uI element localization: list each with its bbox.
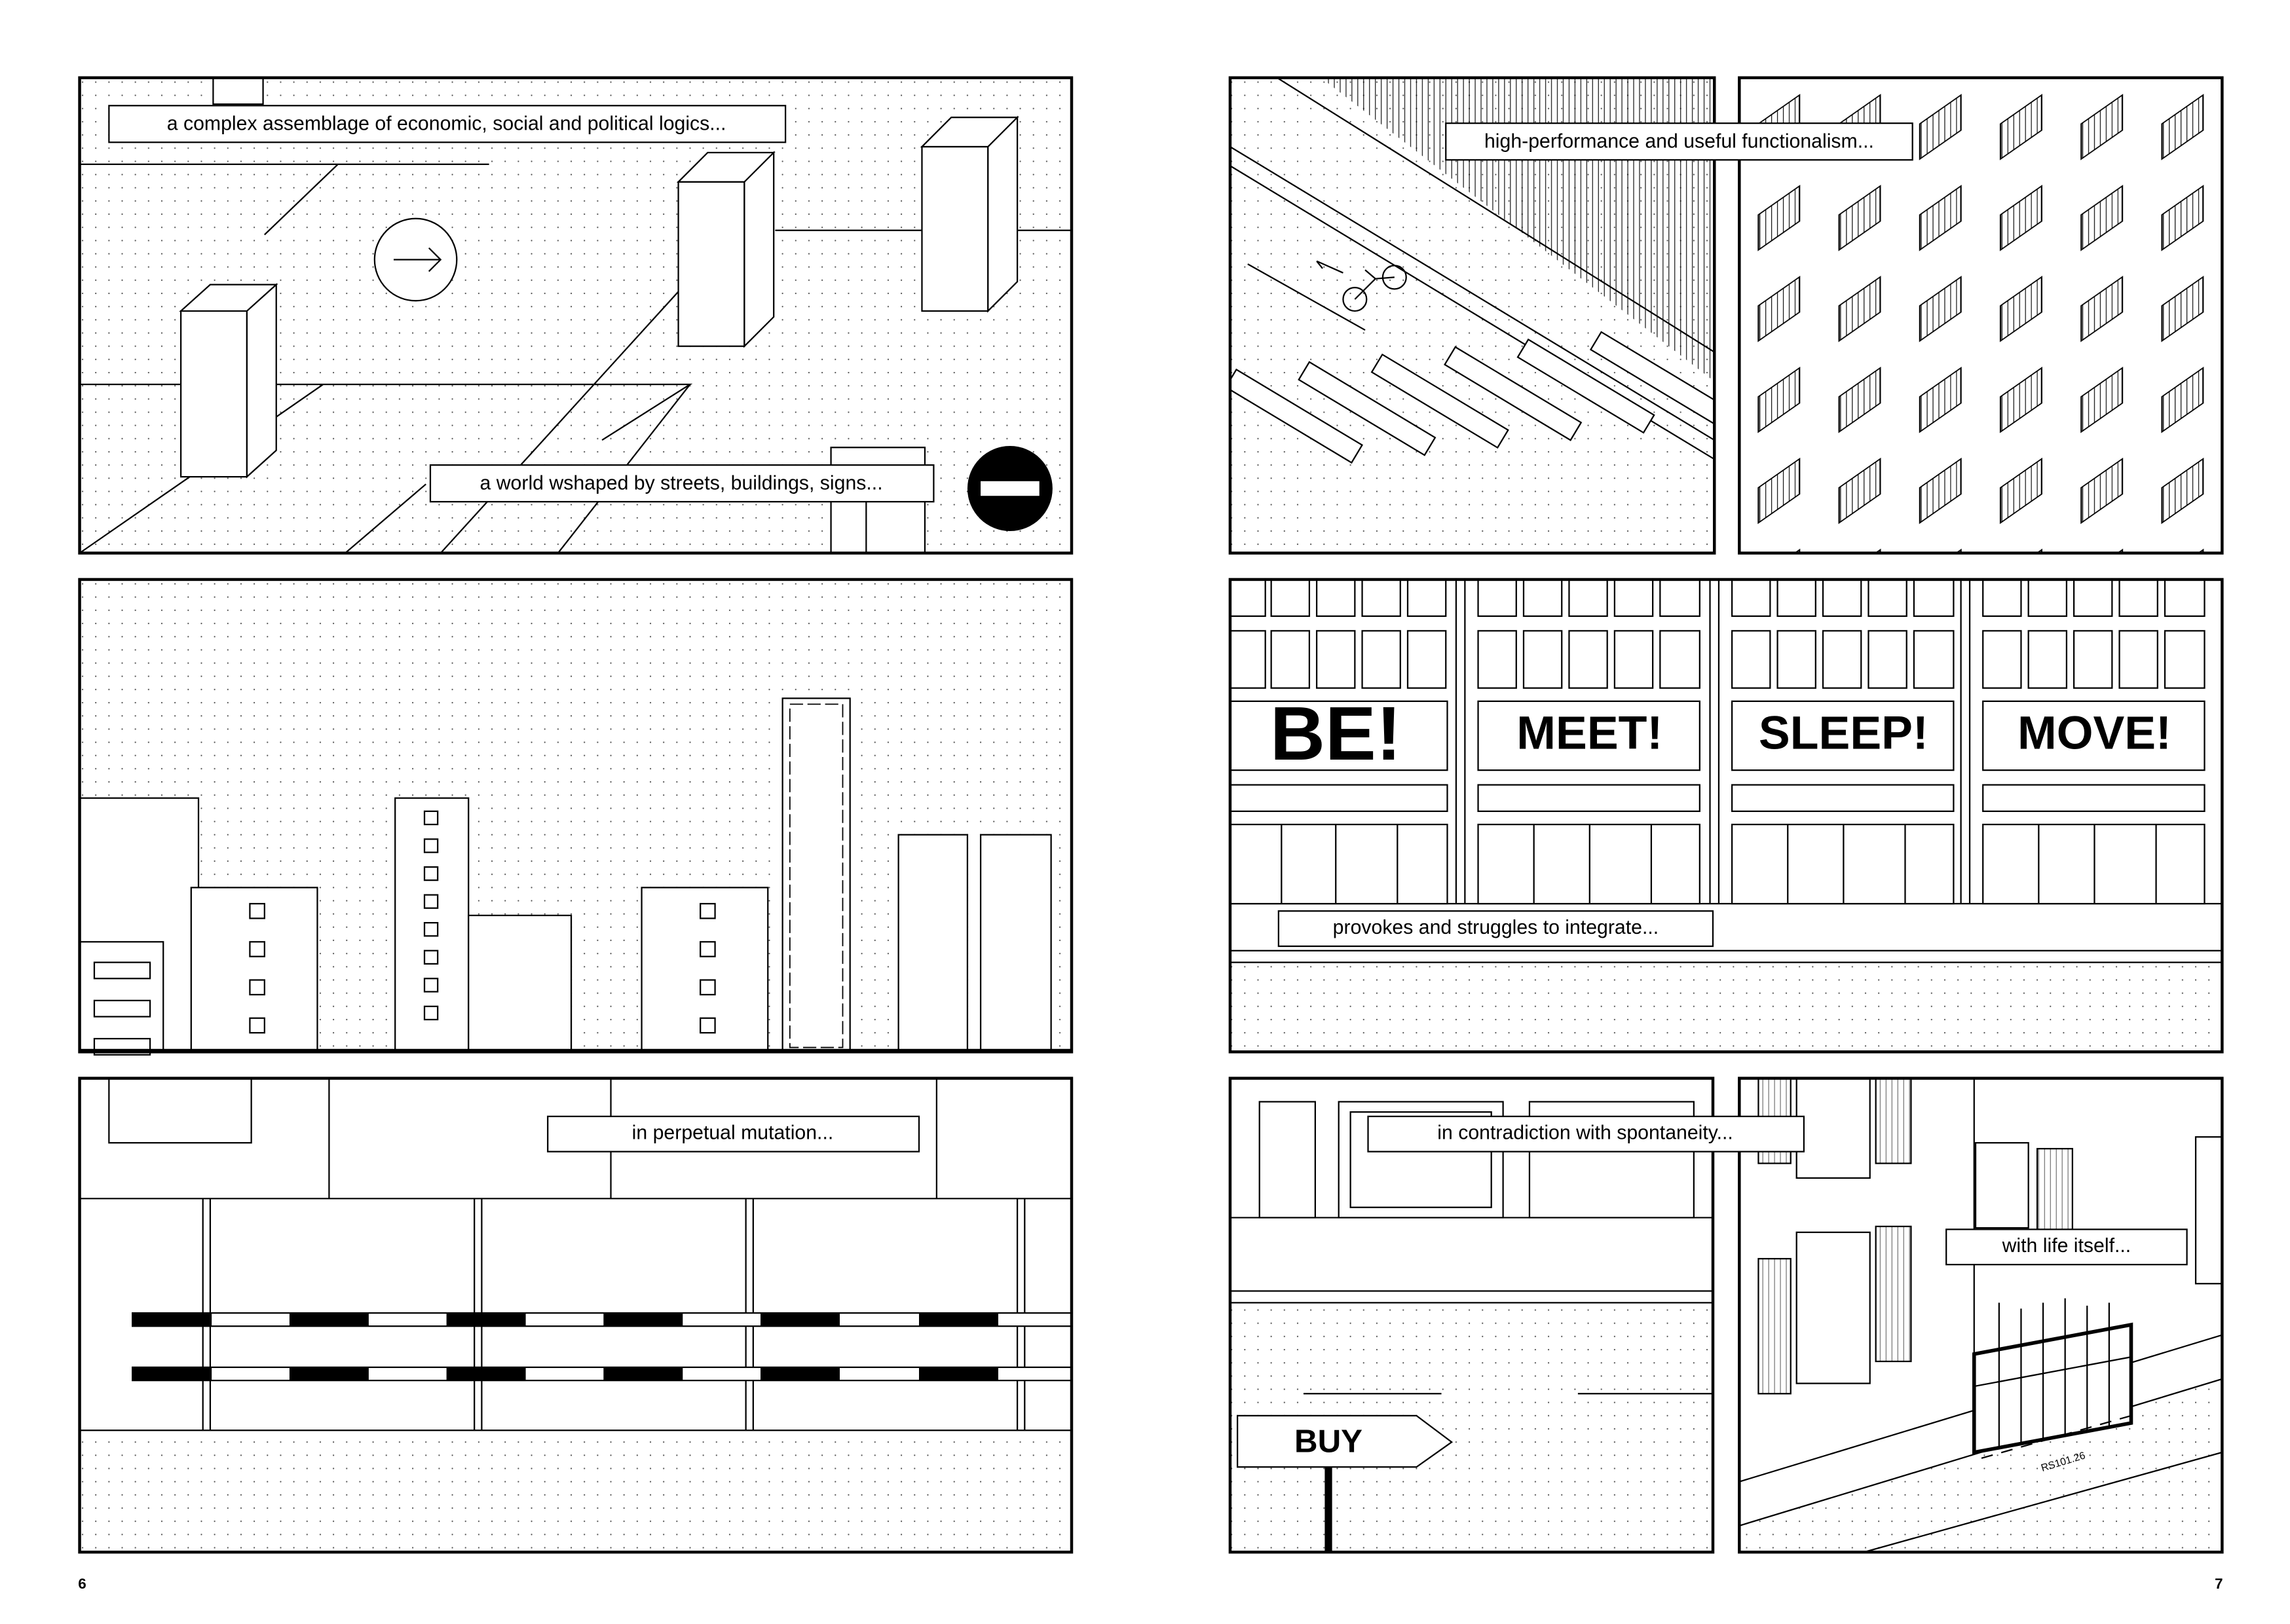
- panel-border: [1738, 76, 2224, 555]
- panel-street-facade: RS101.26 with life itself...: [1739, 1078, 2223, 1553]
- building-block-1: [179, 283, 278, 479]
- barrier-rails: [132, 1312, 1073, 1382]
- panel-storefront-signs: BE! MEET! SLEEP! MOVE! provokes and stru…: [1229, 578, 2223, 1052]
- panel-border: [1228, 76, 1716, 555]
- caption-box: with life itself...: [1945, 1228, 2188, 1266]
- caption-text: in contradiction with spontaneity...: [1437, 1122, 1733, 1144]
- panel-skyline: [79, 579, 1072, 1056]
- sign-be: BE!: [1270, 691, 1402, 776]
- panel-border: [78, 76, 1074, 555]
- panel-border: [78, 1077, 1074, 1554]
- page-number-right: 7: [2215, 1576, 2223, 1592]
- sign-buy: BUY: [1294, 1423, 1362, 1459]
- page-number-left: 6: [78, 1576, 86, 1592]
- building-block-3: [920, 115, 1019, 313]
- panel-border: [1738, 1077, 2224, 1554]
- buy-signpost: BUY: [1237, 1414, 1454, 1468]
- caption-box: in contradiction with spontaneity...: [1367, 1115, 1805, 1153]
- caption-box: high-performance and useful functionalis…: [1445, 122, 1913, 161]
- sign-move: MOVE!: [2018, 707, 2171, 760]
- caption-box: a world wshaped by streets, buildings, s…: [429, 464, 935, 503]
- no-entry-sign-icon: [967, 446, 1053, 531]
- building-block-2: [676, 151, 776, 348]
- panel-border: [78, 578, 1074, 1054]
- bicycle-icon: [1316, 260, 1407, 312]
- caption-text: a complex assemblage of economic, social…: [167, 113, 726, 134]
- caption-box: a complex assemblage of economic, social…: [108, 105, 787, 143]
- panel-barrier: in perpetual mutation...: [79, 1077, 1073, 1553]
- caption-box: provokes and struggles to integrate...: [1277, 910, 1714, 948]
- caption-text: with life itself...: [2002, 1235, 2131, 1257]
- sign-meet: MEET!: [1516, 707, 1662, 760]
- caption-text: in perpetual mutation...: [632, 1122, 834, 1144]
- caption-text: a world wshaped by streets, buildings, s…: [480, 472, 883, 494]
- caption-text: provokes and struggles to integrate...: [1333, 917, 1659, 938]
- arrow-right-circle-icon: [373, 217, 458, 302]
- panel-border: [1228, 578, 2224, 1054]
- caption-text: high-performance and useful functionalis…: [1484, 130, 1874, 152]
- panel-border: [1228, 1077, 1715, 1554]
- caption-box: in perpetual mutation...: [547, 1115, 920, 1153]
- sign-sleep: SLEEP!: [1759, 707, 1928, 760]
- panel-streets-assemblage: a complex assemblage of economic, social…: [79, 77, 1072, 553]
